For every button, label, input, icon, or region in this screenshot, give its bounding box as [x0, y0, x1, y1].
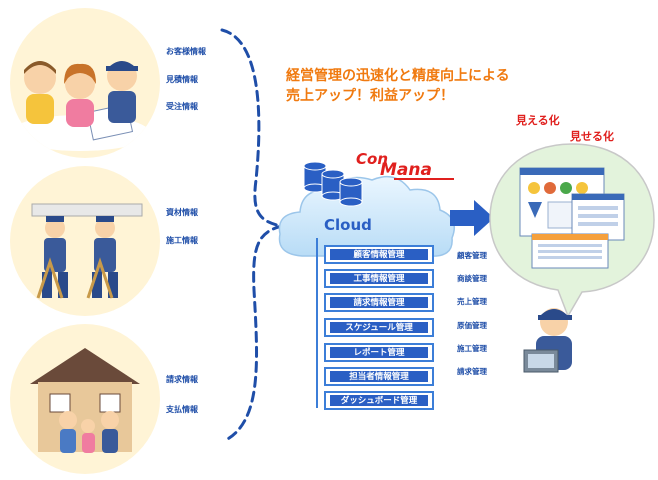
visualize-label-1: 見える化: [516, 114, 560, 127]
estimate-info-label: 見積情報: [166, 75, 198, 84]
mgmt-negotiation: 商談管理: [457, 274, 487, 283]
database-icon: [303, 161, 363, 207]
feature-project-management: 工事情報管理: [324, 269, 434, 288]
construction-illustration: [10, 166, 160, 316]
mgmt-customer: 顧客管理: [457, 251, 487, 260]
brand-logo-line-1: Con: [356, 150, 388, 168]
worker-illustration: [523, 308, 572, 373]
dashboard-bubble: [489, 143, 655, 318]
customer-illustration: [10, 8, 160, 158]
mgmt-construction: 施工管理: [457, 344, 487, 353]
right-arrow-icon: [450, 200, 494, 236]
mgmt-cost: 原価管理: [457, 321, 487, 330]
brand-underline: [394, 178, 454, 180]
material-info-label: 資材情報: [166, 208, 198, 217]
feature-dashboard-management: ダッシュボード管理: [324, 391, 434, 410]
headline-line-2: 売上アップ！利益アップ！: [286, 88, 454, 104]
customer-info-label: お客様情報: [166, 47, 206, 56]
mgmt-billing: 請求管理: [457, 367, 487, 376]
brand-logo: Con Mana: [356, 150, 466, 180]
feature-report-management: レポート管理: [324, 343, 434, 362]
billing-info-label: 請求情報: [166, 375, 198, 384]
feature-schedule-management: スケジュール管理: [324, 318, 434, 337]
feature-list-connector: [316, 238, 318, 408]
brand-logo-line-2: Mana: [380, 160, 432, 180]
feature-billing-management: 請求情報管理: [324, 293, 434, 312]
visualize-label-2: 見せる化: [570, 130, 614, 143]
feature-staff-management: 担当者情報管理: [324, 367, 434, 386]
order-info-label: 受注情報: [166, 102, 198, 111]
house-illustration: [10, 324, 160, 474]
headline-line-1: 経営管理の迅速化と精度向上による: [286, 68, 510, 84]
mgmt-sales: 売上管理: [457, 297, 487, 306]
feature-customer-management: 顧客情報管理: [324, 245, 434, 264]
payment-info-label: 支払情報: [166, 405, 198, 414]
construction-info-label: 施工情報: [166, 236, 198, 245]
cloud-label: Cloud: [324, 216, 372, 234]
